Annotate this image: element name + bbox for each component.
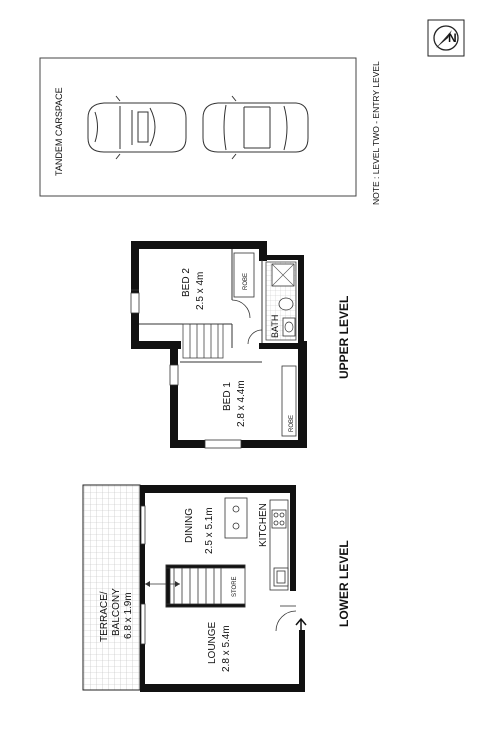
dining-size: 2.5 x 5.1m [204,507,215,554]
door-swing-icon [275,610,297,632]
kitchen-name: KITCHEN [258,503,269,547]
bed1-size: 2.8 x 4.4m [236,380,247,427]
entry-door [275,605,297,632]
stove-icon [271,509,287,529]
bath-name: BATH [270,315,280,338]
car-icon [87,95,187,160]
basin-icon [282,317,296,337]
lower-level: TERRACE/ BALCONY 6.8 x 1.9m DINING 2.5 x… [82,484,351,692]
store-label: STORE [232,576,238,597]
upper-level-title: UPPER LEVEL [337,296,351,379]
upper-doors [231,299,263,345]
terrace-tiles [82,484,141,691]
upper-windows [130,292,242,449]
terrace-line1: TERRACE/ [99,591,110,642]
terrace-line2: BALCONY [111,588,122,636]
entry-arrow-icon [295,617,307,632]
carspace-label: TANDEM CARSPACE [54,87,64,176]
lower-walls [140,485,305,692]
dining-name: DINING [184,508,195,543]
bath-fixtures [265,261,297,341]
door-swing-icon [247,329,263,345]
carspace: TANDEM CARSPACE [39,57,357,197]
bed2-name: BED 2 [181,268,192,297]
terrace-sliding-doors [140,505,146,645]
level-note: NOTE : LEVEL TWO - ENTRY LEVEL [371,61,381,205]
toilet-icon [278,297,294,311]
lounge-size: 2.8 x 5.4m [221,625,232,672]
terrace-size: 6.8 x 1.9m [123,592,134,639]
cooktop-icon [224,497,248,539]
bed2-size: 2.5 x 4m [195,272,206,310]
compass-circle [433,25,459,51]
upper-stair [182,323,224,359]
compass: N [427,19,465,57]
compass-frame [427,19,465,57]
bed1-name: BED 1 [222,382,233,411]
door-swing-icon [231,299,251,319]
compass-letter: N [448,31,457,45]
lower-level-title: LOWER LEVEL [337,540,351,627]
upper-level: BED 2 2.5 x 4m ROBE BED 1 2.8 x 4.4m ROB… [130,241,351,449]
lower-stair [165,564,246,608]
robe-label: ROBE [243,273,249,290]
kitchen-fixtures [224,497,289,591]
carspace-outline [39,57,357,197]
robe-label: ROBE [289,415,295,432]
car-icon [202,95,309,160]
north-arrow-icon [436,30,452,48]
lounge-name: LOUNGE [207,621,218,664]
upper-robes [233,252,297,437]
